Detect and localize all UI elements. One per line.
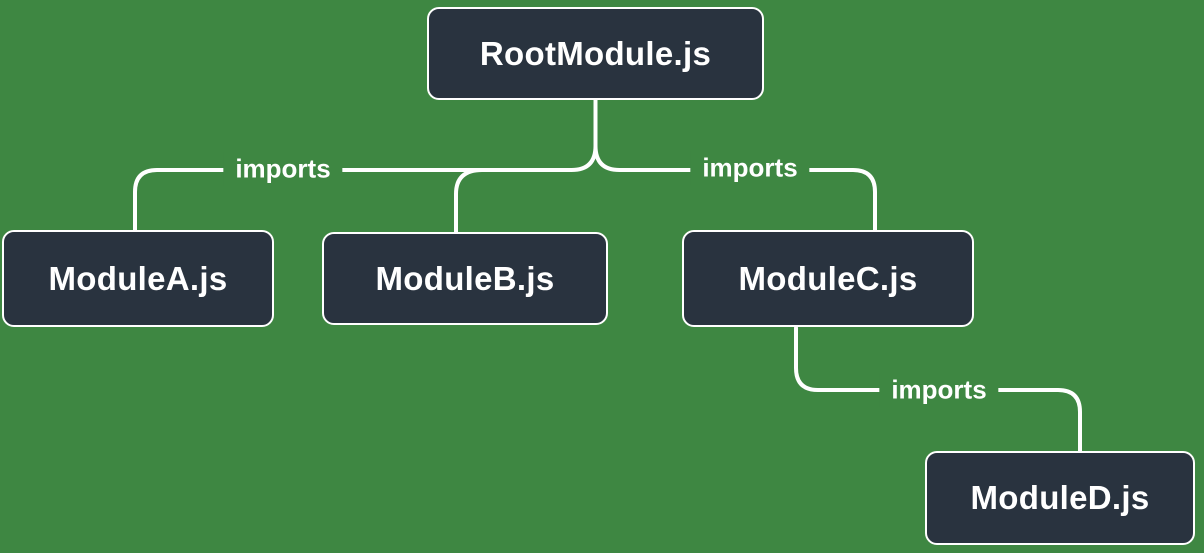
edge-root-to-moduleA <box>133 98 598 232</box>
node-module-b: ModuleB.js <box>322 232 608 325</box>
node-root-module: RootModule.js <box>427 7 764 100</box>
node-module-d-label: ModuleD.js <box>970 479 1150 516</box>
edge-label-root-to-a: imports <box>223 151 343 187</box>
node-root-module-label: RootModule.js <box>479 34 712 72</box>
node-module-b-label: ModuleB.js <box>375 259 555 297</box>
node-module-c: ModuleC.js <box>682 230 974 327</box>
edge-label-root-to-c: imports <box>690 150 810 186</box>
node-module-a: ModuleA.js <box>2 230 274 327</box>
edge-root-to-moduleB <box>454 168 484 234</box>
edge-label-c-to-d: imports <box>879 372 999 408</box>
edge-root-to-moduleC <box>593 144 877 232</box>
node-module-a-label: ModuleA.js <box>48 259 228 297</box>
node-module-d: ModuleD.js <box>925 451 1195 545</box>
node-module-c-label: ModuleC.js <box>738 259 918 297</box>
